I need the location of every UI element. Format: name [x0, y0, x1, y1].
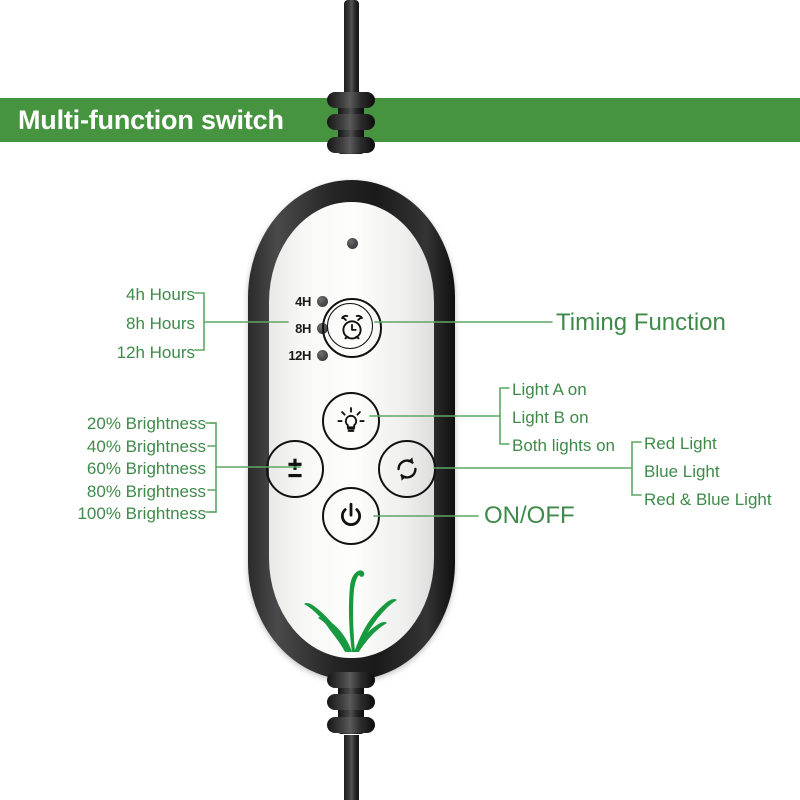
brightness-label-100: 100% Brightness — [77, 504, 206, 523]
timing-label-4h: 4h Hours — [126, 285, 195, 304]
light-mode-button[interactable] — [322, 392, 380, 450]
power-button[interactable] — [322, 487, 380, 545]
color-mode-label-group: Red Light Blue Light Red & Blue Light — [644, 435, 772, 508]
color-mode-label-red-blue: Red & Blue Light — [644, 490, 772, 509]
timing-label-8h: 8h Hours — [126, 314, 195, 333]
power-cable-top — [344, 0, 359, 100]
timing-label-group: 4h Hours 8h Hours 12h Hours — [48, 286, 195, 361]
timer-indicator-row: 8H — [266, 315, 328, 342]
color-mode-label-blue: Blue Light — [644, 462, 720, 481]
refresh-cycle-icon — [397, 457, 417, 481]
color-mode-label-red: Red Light — [644, 434, 717, 453]
timing-function-callout: Timing Function — [556, 309, 726, 336]
strain-relief-bottom — [327, 672, 375, 734]
lightbulb-icon — [337, 407, 365, 432]
brightness-label-20: 20% Brightness — [86, 414, 206, 433]
timer-led-12h — [317, 350, 328, 361]
power-icon — [340, 502, 362, 526]
brightness-label-80: 80% Brightness — [86, 481, 206, 501]
brightness-button[interactable] — [266, 440, 324, 498]
header-banner — [0, 98, 800, 142]
brightness-label-60: 60% Brightness — [86, 459, 206, 478]
status-indicator-led — [347, 238, 358, 249]
timing-label-12h: 12h Hours — [116, 343, 195, 362]
color-cycle-button[interactable] — [378, 440, 436, 498]
power-cable-bottom — [344, 735, 359, 800]
brightness-label-group: 20% Brightness 40% Brightness 60% Bright… — [20, 415, 206, 522]
light-mode-label-group: Light A on Light B on Both lights on — [512, 381, 615, 454]
timer-indicator-group: 4H 8H 12H — [266, 288, 328, 369]
light-mode-label-both: Both lights on — [512, 436, 616, 455]
plus-minus-icon — [288, 458, 302, 478]
plant-logo — [304, 570, 397, 652]
light-mode-label-a: Light A on — [512, 380, 587, 399]
power-callout: ON/OFF — [484, 502, 575, 529]
brightness-label-40: 40% Brightness — [86, 436, 206, 456]
timer-indicator-label: 4H — [295, 294, 311, 309]
timer-indicator-label: 12H — [288, 348, 311, 363]
timer-button[interactable] — [322, 298, 382, 358]
timer-led-4h — [317, 296, 328, 307]
light-mode-label-b: Light B on — [512, 408, 589, 427]
page-title: Multi-function switch — [18, 105, 284, 135]
timer-indicator-label: 8H — [295, 321, 311, 336]
timer-indicator-row: 4H — [266, 288, 328, 315]
timer-indicator-row: 12H — [266, 342, 328, 369]
strain-relief-top — [327, 92, 375, 154]
timer-button-inner-ring — [327, 303, 373, 349]
